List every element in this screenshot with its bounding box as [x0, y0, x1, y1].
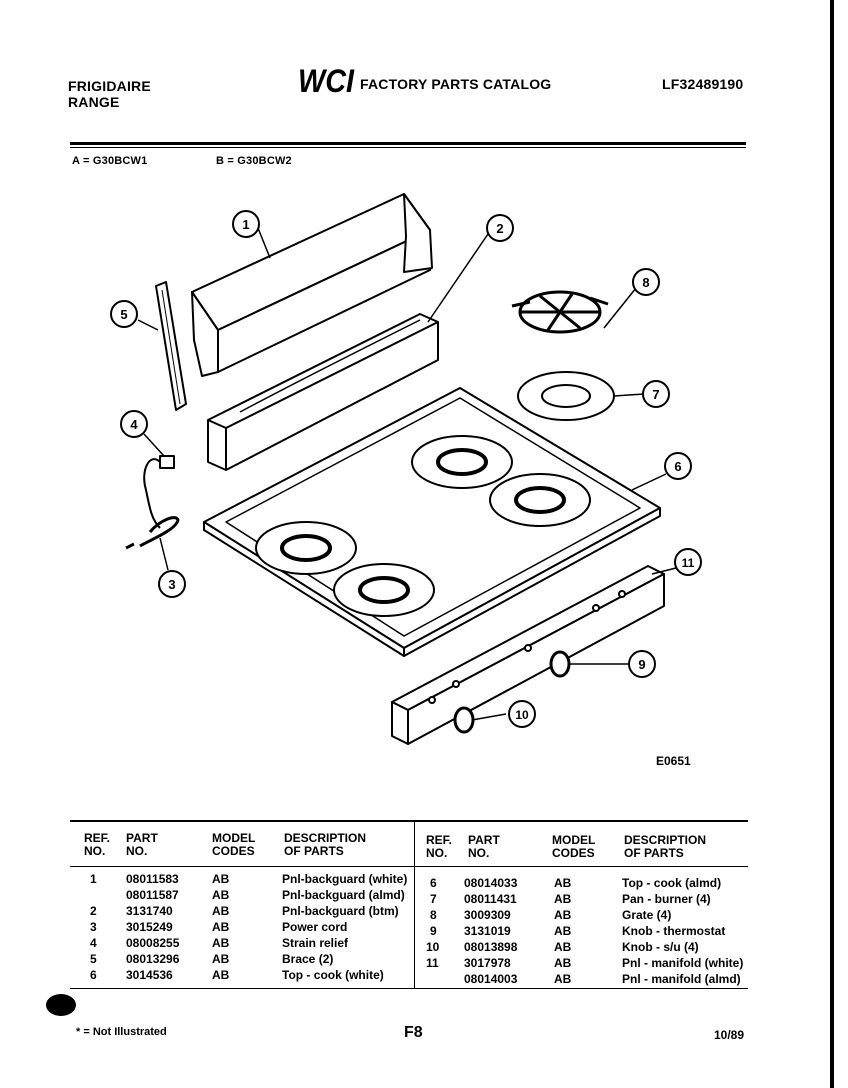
svg-text:4: 4: [130, 417, 138, 432]
table-bottom-rule: [70, 988, 748, 989]
backguard-part: [191, 193, 433, 377]
hdr-ref-left: REF.NO.: [84, 831, 111, 858]
svg-text:9: 9: [638, 657, 645, 672]
brace-part: [155, 281, 187, 411]
wci-logo: WCI: [296, 62, 356, 99]
header-rule: [70, 142, 746, 145]
brand-label: FRIGIDAIRE: [68, 78, 151, 94]
table-divider: [414, 822, 415, 988]
svg-text:6: 6: [674, 459, 681, 474]
catalog-number: LF32489190: [662, 76, 744, 92]
svg-text:5: 5: [120, 307, 127, 322]
logo-text: WCI: [298, 63, 355, 96]
scan-smudge: [46, 994, 76, 1016]
callout-6: [664, 452, 692, 480]
catalog-date: 10/89: [714, 1028, 745, 1042]
svg-text:11: 11: [682, 556, 695, 570]
callout-11: [674, 548, 702, 576]
cooktop-part: [203, 387, 661, 657]
page-edge: [830, 0, 834, 1088]
callout-9: [628, 650, 656, 678]
grate-part: [511, 290, 609, 334]
lower-backguard-part: [207, 313, 439, 471]
model-b-label: B = G30BCW2: [216, 155, 292, 167]
callout-7: [642, 380, 670, 408]
thermostat-knob-part: [549, 650, 571, 678]
model-a-label: A = G30BCW1: [72, 155, 148, 167]
manifold-panel-part: [391, 565, 665, 745]
callout-2: [486, 214, 514, 242]
figure-code: E0651: [656, 754, 691, 768]
svg-text:10: 10: [515, 708, 529, 722]
burner-pan-part: [517, 371, 615, 421]
callout-3: [158, 570, 186, 598]
svg-text:8: 8: [642, 275, 649, 290]
callout-4: [120, 410, 148, 438]
table-header-rule: [70, 866, 748, 867]
callout-5: [110, 300, 138, 328]
exploded-parts-diagram: 1 2 3 4 5 6 7 8 9 10 11: [110, 193, 702, 745]
strain-relief-part: [159, 455, 175, 469]
product-label: RANGE: [68, 94, 120, 110]
svg-text:2: 2: [496, 221, 503, 236]
surface-unit-knob-part: [453, 706, 475, 734]
footnote: * = Not Illustrated: [76, 1026, 167, 1038]
hdr-ref-right: REF.NO.: [426, 833, 453, 860]
power-cord-part: [125, 458, 180, 550]
svg-text:3: 3: [168, 577, 175, 592]
callout-1: [232, 210, 260, 238]
table-top-rule: [70, 820, 748, 822]
page-number: F8: [404, 1024, 423, 1041]
catalog-title: FACTORY PARTS CATALOG: [360, 76, 552, 92]
svg-text:7: 7: [652, 387, 659, 402]
callout-10: [508, 700, 536, 728]
svg-text:1: 1: [242, 217, 249, 232]
header-rule-thin: [70, 147, 746, 148]
callout-8: [632, 268, 660, 296]
